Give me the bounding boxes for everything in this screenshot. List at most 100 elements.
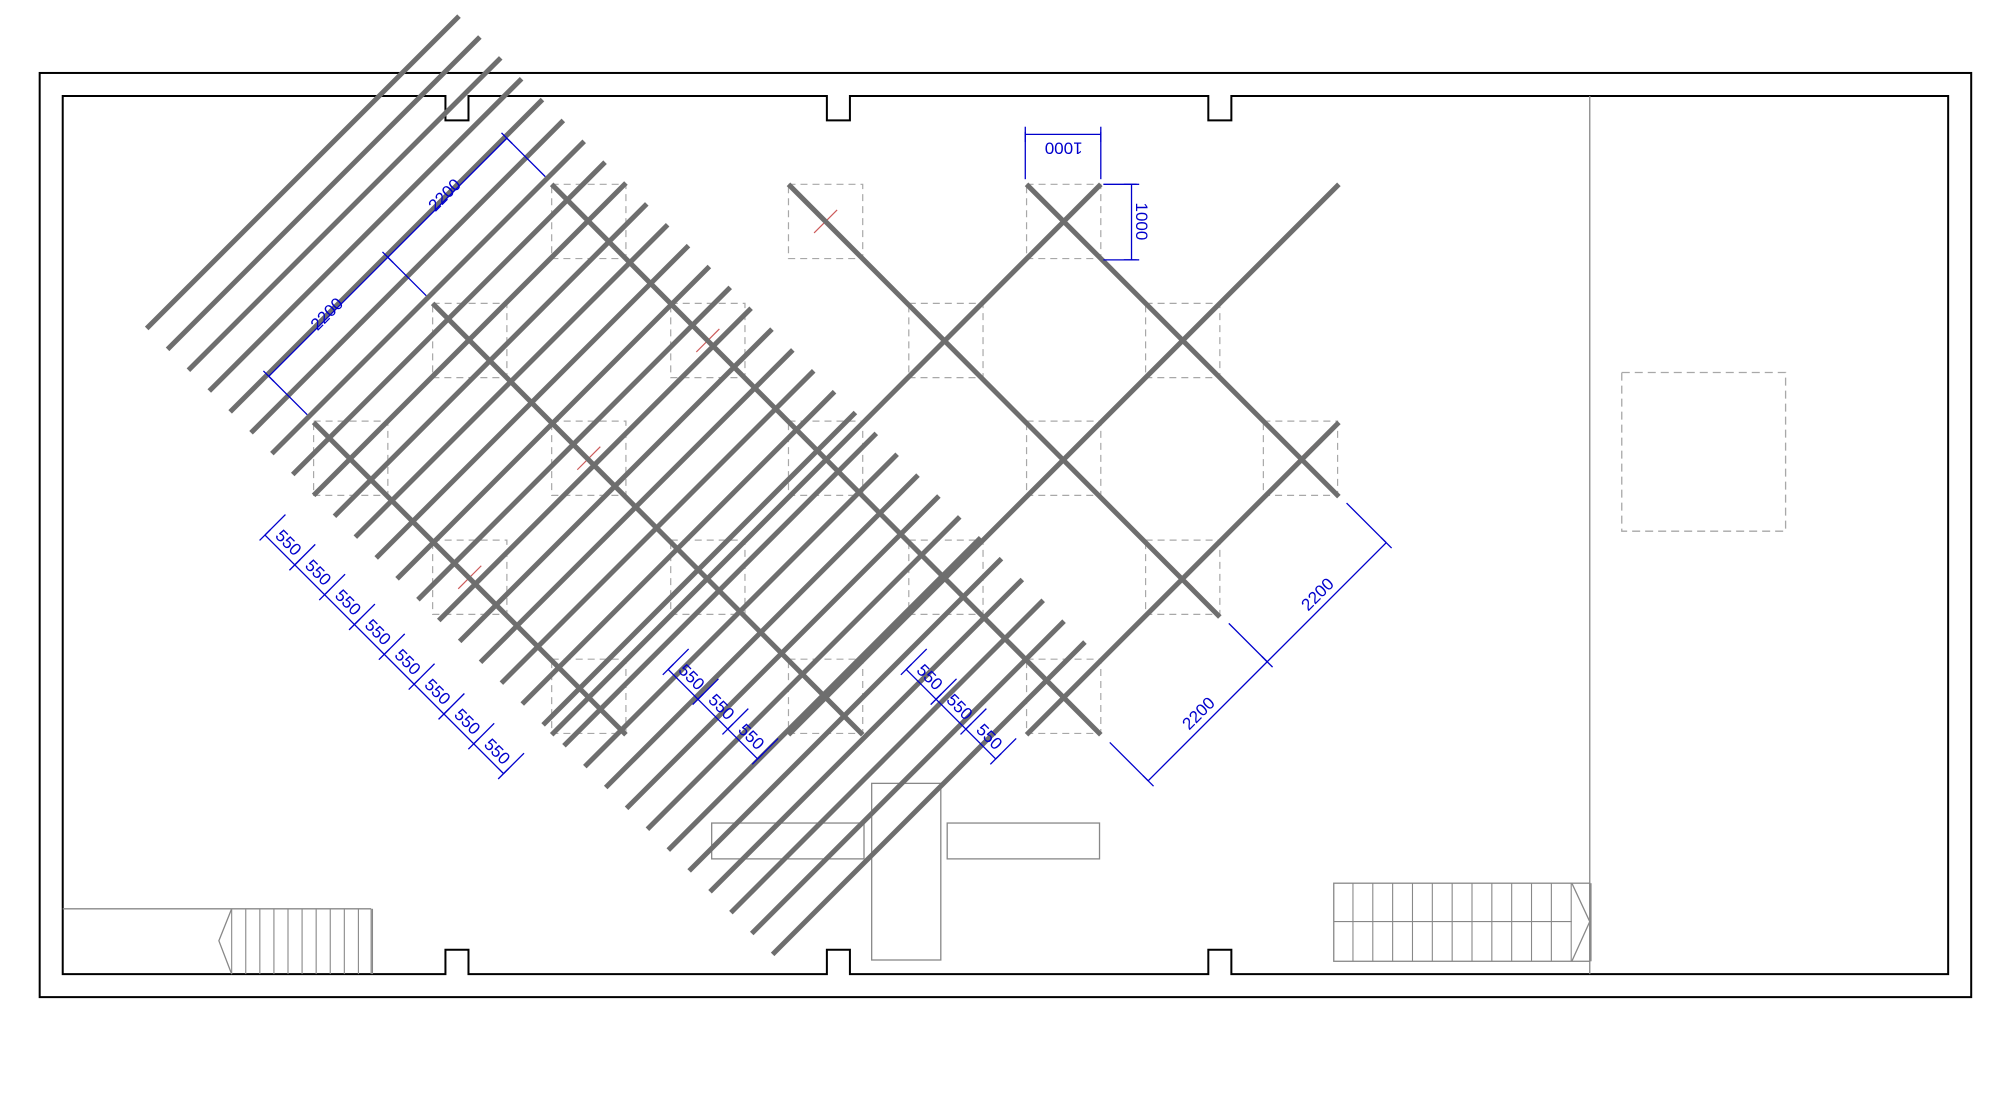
dim-extension [506, 137, 546, 178]
main-beam-falling [311, 420, 628, 737]
post-footprint [1144, 539, 1221, 615]
bench-right [946, 822, 1101, 860]
dim-extension [264, 514, 286, 536]
dim-label-post-size: 1000 [1132, 203, 1151, 241]
secondary-beam [270, 139, 586, 456]
dim-extension [353, 603, 376, 625]
dim-label-span: 2200 [1298, 574, 1338, 614]
secondary-beam [186, 56, 503, 372]
secondary-beam [687, 556, 1004, 873]
dim-label-post-size: 1000 [1045, 139, 1083, 158]
bench-center [871, 782, 942, 961]
main-beam-falling [430, 301, 865, 737]
dim-extension [965, 708, 987, 730]
post-footprint [787, 420, 864, 496]
dim-extension [473, 722, 495, 745]
opening-outline [1621, 371, 1787, 532]
post-footprint [908, 302, 984, 379]
secondary-beam [437, 306, 753, 623]
dim-extension [383, 633, 406, 655]
post-footprint [670, 302, 746, 379]
secondary-beam [729, 598, 1045, 915]
dim-extension [697, 678, 719, 700]
secondary-beam [416, 285, 733, 602]
outer-wall [38, 71, 1973, 999]
secondary-beam [562, 431, 879, 748]
dim-tick [262, 370, 275, 383]
secondary-beam [290, 160, 607, 477]
post-footprint [1025, 420, 1102, 496]
dim-label-pitch: 550 [450, 705, 483, 738]
building-fixtures [62, 96, 1787, 975]
post-footprint [1144, 302, 1221, 379]
dim-label-pitch: 550 [331, 586, 364, 619]
dim-extension [667, 648, 690, 670]
dim-extension [995, 737, 1017, 760]
dim-tick [501, 132, 513, 145]
secondary-beam [666, 535, 983, 852]
dim-label-pitch: 550 [480, 735, 513, 768]
secondary-beam [165, 35, 482, 352]
diagonal-beams [144, 14, 1341, 957]
secondary-beam [207, 76, 524, 393]
secondary-beam [478, 348, 795, 665]
main-beam-falling [549, 182, 1103, 737]
secondary-beam [603, 473, 920, 790]
main-beam-falling [786, 182, 1222, 619]
building-walls [38, 71, 1973, 999]
dim-extension [757, 737, 779, 760]
post-footprint [670, 539, 746, 615]
secondary-beam [770, 640, 1087, 957]
secondary-beam [520, 389, 837, 706]
dim-label-pitch: 550 [705, 690, 738, 723]
dim-tick [382, 251, 394, 264]
secondary-beam [645, 515, 962, 831]
stair-left-arrow [218, 908, 233, 975]
inner-wall [61, 95, 1950, 976]
dim-extension [294, 543, 316, 566]
secondary-beam [499, 369, 816, 685]
secondary-beam [541, 410, 858, 727]
dim-extension [413, 663, 436, 685]
secondary-beam [374, 243, 691, 560]
dim-extension [268, 375, 308, 416]
dim-label-pitch: 550 [301, 556, 334, 589]
post-footprint [551, 420, 627, 496]
dim-chain-pitch-right [905, 668, 997, 760]
dim-label-pitch: 550 [391, 645, 424, 678]
dim-tick [1142, 774, 1154, 787]
secondary-beam [395, 264, 712, 581]
dim-label-pitch: 550 [421, 675, 454, 708]
dim-tick [1261, 655, 1274, 668]
dim-label-pitch: 550 [734, 720, 767, 753]
dim-extension [503, 752, 525, 775]
secondary-beam [583, 452, 899, 769]
post-footprint [313, 420, 389, 496]
secondary-beam [353, 223, 670, 539]
secondary-beam [332, 202, 649, 518]
dim-label-pitch: 550 [913, 660, 946, 693]
secondary-beam [749, 619, 1066, 936]
stair-right-arrow [1571, 882, 1591, 962]
secondary-beam [457, 327, 774, 644]
dim-extension [905, 648, 928, 670]
dim-extension [1346, 502, 1387, 544]
post-footprint [1262, 420, 1339, 496]
post-footprint [787, 183, 864, 260]
dim-extension [1109, 741, 1149, 782]
post-footprint [551, 658, 627, 735]
post-footprint [1025, 658, 1102, 735]
dim-extension [935, 678, 957, 700]
secondary-beam [624, 494, 941, 811]
dim-tick [1380, 536, 1393, 549]
secondary-beam [144, 14, 461, 331]
post-footprint [1025, 183, 1102, 260]
secondary-beam [708, 577, 1025, 894]
dim-extension [387, 256, 427, 297]
dim-extension [324, 573, 346, 596]
dim-label-pitch: 550 [361, 616, 394, 649]
dim-chain-pitch-center [667, 668, 759, 760]
dim-label-pitch: 550 [272, 526, 305, 559]
post-footprint [432, 539, 508, 615]
